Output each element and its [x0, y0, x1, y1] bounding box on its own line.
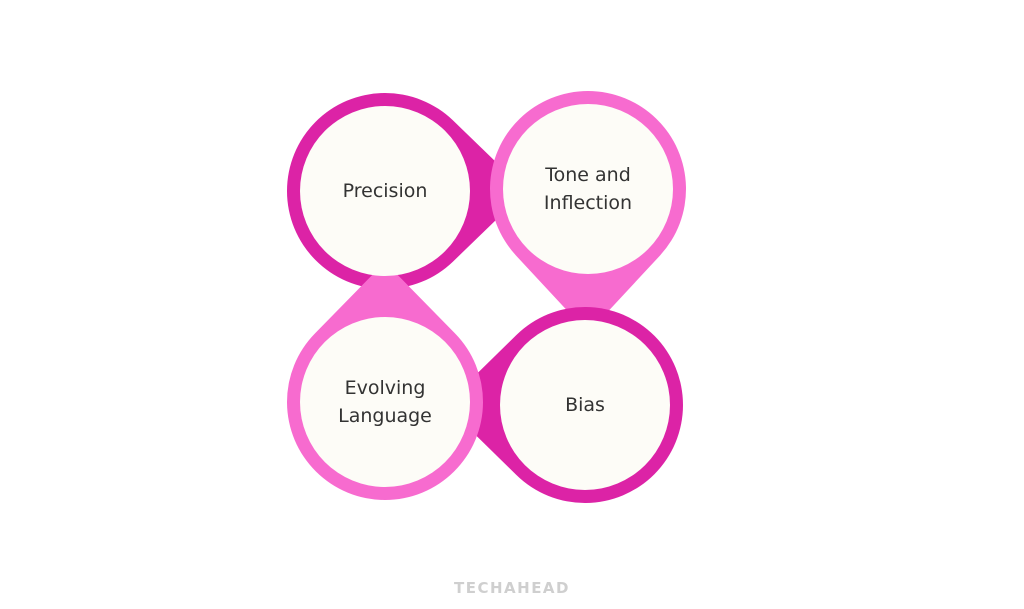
node-evolving-language-label-line: Language [338, 405, 432, 427]
node-evolving-language-label-line: Evolving [345, 377, 426, 399]
node-evolving-language-circle [300, 317, 470, 487]
techahead-watermark: TECHAHEAD [454, 579, 570, 597]
node-bias-circle [500, 320, 670, 490]
node-bias: Bias [500, 320, 670, 490]
node-precision-circle [300, 106, 470, 276]
node-tone-and-inflection-label-line: Tone and [544, 164, 631, 186]
node-precision: Precision [300, 106, 470, 276]
node-bias-label-line: Bias [565, 394, 605, 416]
node-tone-and-inflection-circle [503, 104, 673, 274]
node-precision-label-line: Precision [343, 180, 428, 202]
node-tone-and-inflection-label-line: Inflection [544, 192, 632, 214]
